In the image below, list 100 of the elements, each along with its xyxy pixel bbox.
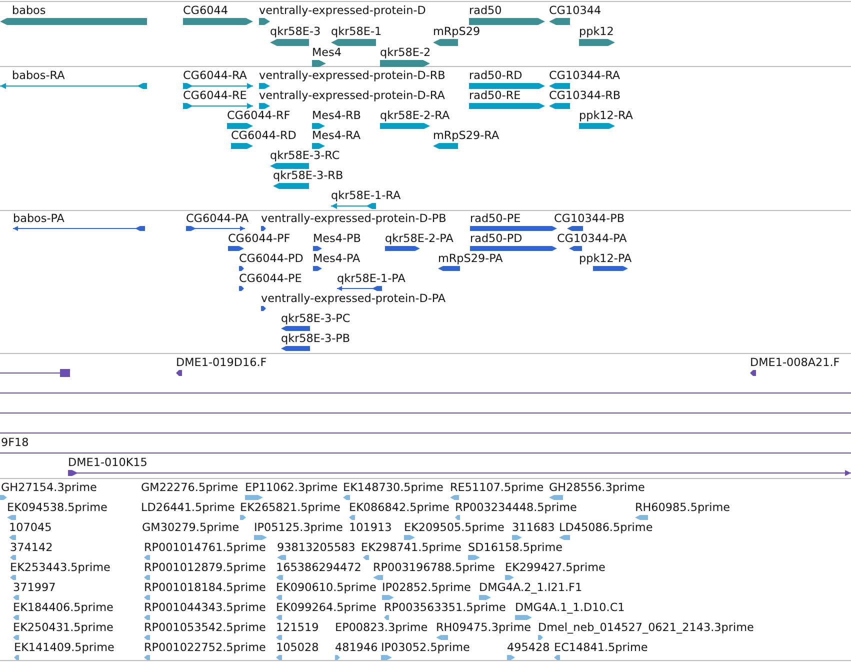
feature-label: rad50-RE [469, 89, 521, 102]
feature-label: CG6044-PD [239, 252, 304, 265]
feature-label: 165386294472 [276, 561, 362, 574]
feature-label: RP001012879.5prime [144, 561, 266, 574]
feature-label: qkr58E-2 [380, 46, 431, 59]
feature-label: RP003234448.5prime [455, 501, 577, 514]
feature-label: CG6044-PA [186, 212, 249, 225]
feature-label: LD26441.5prime [141, 501, 235, 514]
feature-label: RP001018184.5prime [144, 581, 266, 594]
feature-label: CG6044-RE [183, 89, 247, 102]
feature-label: qkr58E-3-RC [270, 149, 340, 162]
feature-label: RP001014761.5prime [144, 541, 266, 554]
feature-label: babos-PA [13, 212, 64, 225]
feature-label: 311683 [512, 521, 555, 534]
feature-label: CG6044-RA [183, 69, 247, 82]
feature-label: IP02852.5prime [382, 581, 471, 594]
feature-label: SD16158.5prime [468, 541, 563, 554]
feature-label: CG10344-PB [554, 212, 625, 225]
feature-label: CG6044-RD [231, 129, 296, 142]
feature-label: EK090610.5prime [276, 581, 376, 594]
feature-label: EK250431.5prime [13, 621, 114, 634]
feature-label: RP001022752.5prime [144, 641, 266, 654]
feature-label: qkr58E-1-PA [337, 272, 406, 285]
feature-label: Mes4-RA [312, 129, 360, 142]
feature-label: CG10344-RA [549, 69, 620, 82]
feature-label: 105028 [276, 641, 319, 654]
feature-label: CG6044-RF [227, 109, 290, 122]
feature-label: EK298741.5prime [361, 541, 462, 554]
feature-label: ventrally-expressed-protein-D-RB [259, 69, 446, 82]
feature-label: EK086842.5prime [349, 501, 450, 514]
feature-label: qkr58E-1-RA [331, 189, 401, 202]
feature-label: 121519 [276, 621, 319, 634]
feature-label: EK141409.5prime [14, 641, 114, 654]
feature-label: RP003563351.5prime [384, 601, 506, 614]
feature-label: EC14841.5prime [554, 641, 648, 654]
feature-label: qkr58E-2-PA [385, 232, 454, 245]
feature-label: Mes4-PB [313, 232, 361, 245]
feature-label: rad50-PE [470, 212, 521, 225]
feature-label: CG6044-PF [228, 232, 290, 245]
feature-label: EP11062.3prime [245, 481, 338, 494]
feature-label: GH28556.3prime [549, 481, 645, 494]
feature-label: EK299427.5prime [505, 561, 606, 574]
feature-label: GH27154.3prime [1, 481, 97, 494]
feature-label: CG6044-PE [239, 272, 302, 285]
feature-label: rad50-PD [470, 232, 522, 245]
feature-label: mRpS29-RA [433, 129, 500, 142]
feature-label: 107045 [9, 521, 52, 534]
feature-label: IP03052.5prime [381, 641, 470, 654]
feature-label: RP003196788.5prime [373, 561, 495, 574]
feature-label: rad50-RD [469, 69, 522, 82]
feature-label: ventrally-expressed-protein-D [259, 4, 426, 17]
feature-label: EP00823.3prime [335, 621, 428, 634]
feature-label: RE51107.5prime [450, 481, 544, 494]
feature-label: 93813205583 [277, 541, 356, 554]
feature-label: RP001053542.5prime [144, 621, 266, 634]
feature-label: qkr58E-1 [331, 25, 382, 38]
feature-label: GM30279.5prime [142, 521, 240, 534]
feature-label: ppk12-PA [579, 252, 632, 265]
feature-label: CG10344-PA [557, 232, 627, 245]
feature-label: 374142 [10, 541, 53, 554]
feature-label: IP05125.3prime [254, 521, 343, 534]
feature-label: ventrally-expressed-protein-D-PB [261, 212, 446, 225]
feature-label: EK209505.5prime [404, 521, 504, 534]
feature-label: Mes4-RB [312, 109, 361, 122]
feature-label: EK099264.5prime [276, 601, 376, 614]
feature-label: mRpS29 [433, 25, 480, 38]
feature-label: EK265821.5prime [240, 501, 340, 514]
feature-label: babos [12, 4, 46, 17]
feature-label: mRpS29-PA [438, 252, 503, 265]
feature-label: 481946 [335, 641, 378, 654]
feature-label: qkr58E-3-PB [281, 332, 350, 345]
feature-label: RH09475.3prime [436, 621, 532, 634]
feature-label: CG10344-RB [549, 89, 621, 102]
feature-label: qkr58E-2-RA [380, 109, 450, 122]
feature-label: Mes4 [312, 46, 342, 59]
feature-label: EK253443.5prime [10, 561, 110, 574]
feature-label: ppk12-RA [579, 109, 633, 122]
feature-label: ppk12 [579, 25, 614, 38]
feature-label: DMG4A.2_1.I21.F1 [479, 581, 582, 594]
feature-label: CG10344 [549, 4, 602, 17]
feature-label: rad50 [469, 4, 502, 17]
feature-label: DME1-010K15 [68, 456, 148, 469]
feature-label: qkr58E-3 [270, 25, 321, 38]
feature-label: qkr58E-3-RB [273, 169, 344, 182]
feature-label: DMG4A.1_1.D10.C1 [515, 601, 625, 614]
feature-label: RP001044343.5prime [144, 601, 266, 614]
feature-label: DME1-019D16.F [176, 356, 267, 369]
feature-label: 101913 [349, 521, 392, 534]
feature-label: 371997 [13, 581, 56, 594]
feature-label: LD45086.5prime [559, 521, 653, 534]
feature-label: EK094538.5prime [7, 501, 108, 514]
feature-label: EK148730.5prime [343, 481, 444, 494]
feature-label: RH60985.5prime [635, 501, 730, 514]
feature-label: Dmel_neb_014527_0621_2143.3prime [538, 621, 754, 634]
feature-label: qkr58E-3-PC [281, 312, 350, 325]
feature-label: EK184406.5prime [13, 601, 114, 614]
feature-label: ventrally-expressed-protein-D-RA [259, 89, 445, 102]
feature-label: 495428 [507, 641, 550, 654]
feature-label: CG6044 [183, 4, 228, 17]
feature-label: babos-RA [12, 69, 65, 82]
